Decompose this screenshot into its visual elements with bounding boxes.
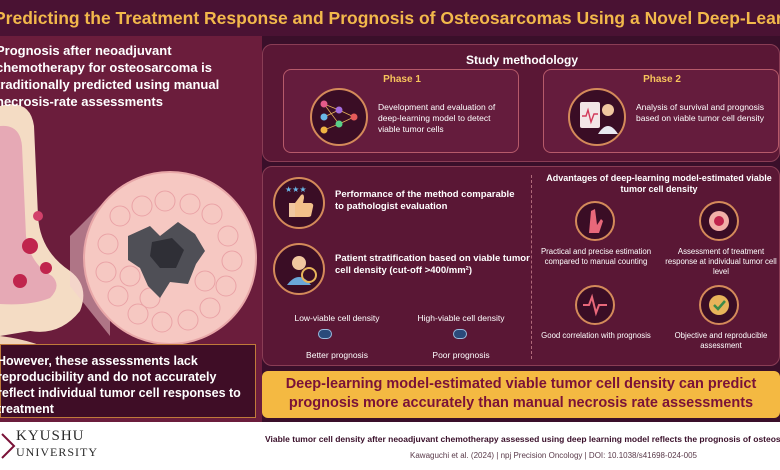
phase1-text: Development and evaluation of deep-learn…	[378, 102, 496, 134]
advantage-2: Assessment of treatment response at indi…	[665, 247, 777, 276]
footer	[0, 422, 780, 470]
svg-text:★★★: ★★★	[285, 185, 307, 194]
high-density-label: High-viable cell density	[417, 313, 505, 323]
phase2-text: Analysis of survival and prognosis based…	[636, 102, 765, 123]
footer-citation: Kawaguchi et al. (2024) | npj Precision …	[410, 451, 697, 460]
low-density-label: Low-viable cell density	[294, 313, 380, 323]
page-title: Predicting the Treatment Response and Pr…	[0, 8, 780, 28]
gear-check-icon	[699, 285, 739, 325]
heart-monitor-icon	[575, 285, 615, 325]
phase1-label: Phase 1	[383, 74, 421, 85]
advantage-1: Practical and precise estimation compare…	[540, 247, 652, 266]
performance-text: Performance of the method comparable to …	[335, 189, 515, 212]
advantage-3: Good correlation with prognosis	[541, 331, 651, 340]
university-logo-icon	[1, 433, 16, 459]
phase1-card: Phase 1 Development and evaluation of de…	[283, 69, 519, 153]
divider	[531, 175, 533, 359]
hand-icon	[575, 201, 615, 241]
methodology-title: Study methodology	[466, 53, 578, 67]
results-panel: ★★★ Performance of the method comparable…	[262, 166, 780, 366]
conclusion-banner: Deep-learning model-estimated viable tum…	[262, 371, 780, 418]
methodology-panel: Study methodology Phase 1 Development an…	[262, 44, 780, 162]
low-prognosis-label: Better prognosis	[306, 350, 368, 360]
intro-text: Prognosis after neoadjuvant chemotherapy…	[0, 43, 220, 109]
advantage-4: Objective and reproducible assessment	[674, 331, 768, 350]
thumbs-up-icon: ★★★	[273, 177, 325, 229]
limitation-box: However, these assessments lack reproduc…	[0, 344, 256, 418]
low-density-icon	[318, 329, 332, 339]
university-line2: UNIVERSITY	[16, 445, 98, 459]
target-cell-icon	[699, 201, 739, 241]
title-bar: Predicting the Treatment Response and Pr…	[0, 0, 780, 36]
phase2-label: Phase 2	[643, 74, 681, 85]
university-line1: KYUSHU	[16, 428, 85, 444]
neural-network-icon	[310, 88, 368, 146]
university-name: KYUSHU UNIVERSITY	[16, 428, 98, 460]
patient-icon	[273, 243, 325, 295]
high-density-icon	[453, 329, 467, 339]
conclusion-text: Deep-learning model-estimated viable tum…	[285, 376, 757, 411]
limitation-text: However, these assessments lack reproduc…	[0, 354, 241, 416]
advantages-title: Advantages of deep-learning model-estima…	[546, 173, 772, 194]
footer-caption: Viable tumor cell density after neoadjuv…	[265, 434, 780, 444]
phase2-card: Phase 2 Analysis of survival and prognos…	[543, 69, 779, 153]
high-prognosis-label: Poor prognosis	[432, 350, 490, 360]
stratification-text: Patient stratification based on viable t…	[335, 253, 530, 276]
doctor-icon	[568, 88, 626, 146]
